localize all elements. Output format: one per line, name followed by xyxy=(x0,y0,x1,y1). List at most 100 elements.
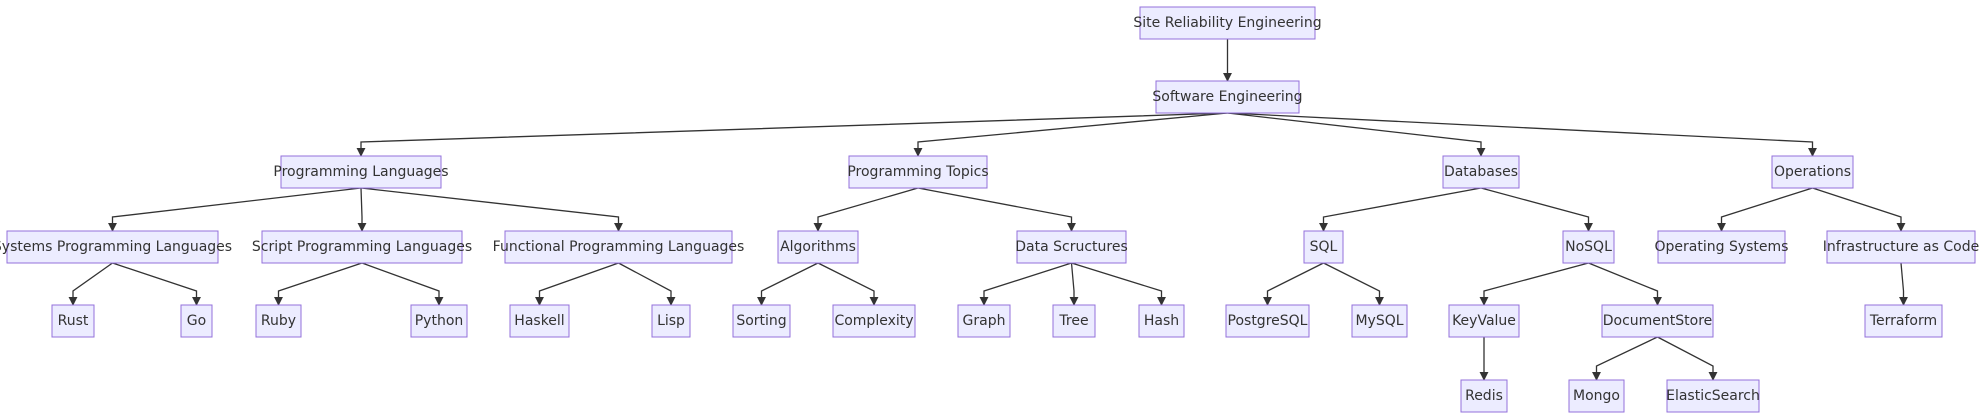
edge-scpl-to-ruby xyxy=(273,262,363,306)
node-rust: Rust xyxy=(51,304,95,338)
node-label-tree: Tree xyxy=(1058,313,1088,329)
node-iac: Infrastructure as Code xyxy=(1823,230,1979,264)
edge-alg-to-sorting xyxy=(756,262,819,306)
edge-se-to-db xyxy=(1227,112,1486,157)
node-os: Operating Systems xyxy=(1655,230,1789,264)
edge-nosql-to-keyvalue xyxy=(1479,262,1589,306)
node-box-fpl xyxy=(504,230,733,264)
node-box-postgresql xyxy=(1225,304,1310,338)
edge-se-to-ops xyxy=(1227,112,1818,157)
node-label-postgresql: PostgreSQL xyxy=(1228,313,1308,329)
edge-pl-to-fpl xyxy=(360,187,624,232)
node-label-sre: Site Reliability Engineering xyxy=(1133,15,1321,31)
edge-documentstore-to-elasticsearch xyxy=(1657,336,1718,381)
node-label-db: Databases xyxy=(1444,164,1518,180)
node-sorting: Sorting xyxy=(732,304,791,338)
node-label-documentstore: DocumentStore xyxy=(1603,313,1713,329)
node-label-fpl: Functional Programming Languages xyxy=(493,239,745,255)
node-box-pl xyxy=(280,155,442,189)
node-postgresql: PostgreSQL xyxy=(1225,304,1310,338)
node-ds: Data Scructures xyxy=(1015,230,1128,264)
edge-ds-to-tree xyxy=(1069,262,1079,306)
edge-spl-to-go xyxy=(112,262,202,306)
node-scpl: Script Programming Languages xyxy=(252,230,472,264)
node-label-mysql: MySQL xyxy=(1355,313,1403,329)
node-box-db xyxy=(1442,155,1520,189)
node-box-go xyxy=(180,304,213,338)
node-box-os xyxy=(1657,230,1786,264)
node-spl: Systems Programming Languages xyxy=(0,230,232,264)
edge-fpl-to-haskell xyxy=(534,262,619,306)
edge-ops-to-os xyxy=(1716,187,1813,232)
node-pt: Programming Topics xyxy=(847,155,989,189)
node-label-haskell: Haskell xyxy=(514,313,564,329)
node-graph: Graph xyxy=(957,304,1011,338)
node-box-keyvalue xyxy=(1448,304,1520,338)
node-box-pt xyxy=(848,155,988,189)
edge-pl-to-spl xyxy=(107,187,362,232)
node-label-complexity: Complexity xyxy=(834,313,913,329)
node-box-nosql xyxy=(1562,230,1615,264)
edge-fpl-to-lisp xyxy=(618,262,676,306)
node-documentstore: DocumentStore xyxy=(1601,304,1714,338)
node-box-ruby xyxy=(255,304,302,338)
edges xyxy=(68,39,1909,381)
node-label-pt: Programming Topics xyxy=(847,164,988,180)
node-label-sql: SQL xyxy=(1310,239,1338,255)
edge-ops-to-iac xyxy=(1812,187,1906,232)
edge-db-to-nosql xyxy=(1480,187,1594,232)
node-label-lisp: Lisp xyxy=(657,313,685,329)
edge-scpl-to-python xyxy=(361,262,444,306)
edge-se-to-pt xyxy=(913,112,1228,157)
edge-iac-to-terraform xyxy=(1898,262,1909,306)
node-box-sre xyxy=(1139,6,1316,40)
node-complexity: Complexity xyxy=(832,304,916,338)
node-box-hash xyxy=(1138,304,1185,338)
node-keyvalue: KeyValue xyxy=(1448,304,1520,338)
node-sql: SQL xyxy=(1303,230,1344,264)
node-lisp: Lisp xyxy=(651,304,691,338)
node-box-ds xyxy=(1016,230,1127,264)
node-db: Databases xyxy=(1442,155,1520,189)
node-label-mongo: Mongo xyxy=(1573,388,1620,404)
node-ops: Operations xyxy=(1771,155,1854,189)
node-box-scpl xyxy=(261,230,463,264)
edge-pt-to-ds xyxy=(917,187,1077,232)
node-box-iac xyxy=(1826,230,1976,264)
node-box-alg xyxy=(777,230,859,264)
node-label-sorting: Sorting xyxy=(736,313,786,329)
edge-alg-to-complexity xyxy=(817,262,879,306)
node-box-elasticsearch xyxy=(1666,379,1760,413)
edge-se-to-pl xyxy=(356,112,1228,157)
node-box-complexity xyxy=(832,304,916,338)
node-box-sql xyxy=(1303,230,1344,264)
node-label-se: Software Engineering xyxy=(1152,89,1302,105)
node-mongo: Mongo xyxy=(1568,379,1625,413)
node-label-graph: Graph xyxy=(963,313,1006,329)
node-box-spl xyxy=(6,230,219,264)
edge-db-to-sql xyxy=(1318,187,1482,232)
node-alg: Algorithms xyxy=(777,230,859,264)
node-box-graph xyxy=(957,304,1011,338)
node-label-nosql: NoSQL xyxy=(1565,239,1612,255)
node-elasticsearch: ElasticSearch xyxy=(1666,379,1760,413)
edge-documentstore-to-mongo xyxy=(1591,336,1658,381)
node-box-python xyxy=(410,304,468,338)
node-label-redis: Redis xyxy=(1465,388,1503,404)
edge-sql-to-postgresql xyxy=(1262,262,1324,306)
node-hash: Hash xyxy=(1138,304,1185,338)
node-sre: Site Reliability Engineering xyxy=(1133,6,1322,40)
node-box-documentstore xyxy=(1601,304,1714,338)
edge-pl-to-scpl xyxy=(357,187,367,232)
edge-pt-to-alg xyxy=(813,187,919,232)
node-label-os: Operating Systems xyxy=(1655,239,1789,255)
edge-nosql-to-documentstore xyxy=(1588,262,1663,306)
node-label-alg: Algorithms xyxy=(780,239,856,255)
node-redis: Redis xyxy=(1460,379,1508,413)
node-box-redis xyxy=(1460,379,1508,413)
node-label-go: Go xyxy=(187,313,206,329)
node-label-scpl: Script Programming Languages xyxy=(252,239,472,255)
node-box-se xyxy=(1155,80,1300,114)
